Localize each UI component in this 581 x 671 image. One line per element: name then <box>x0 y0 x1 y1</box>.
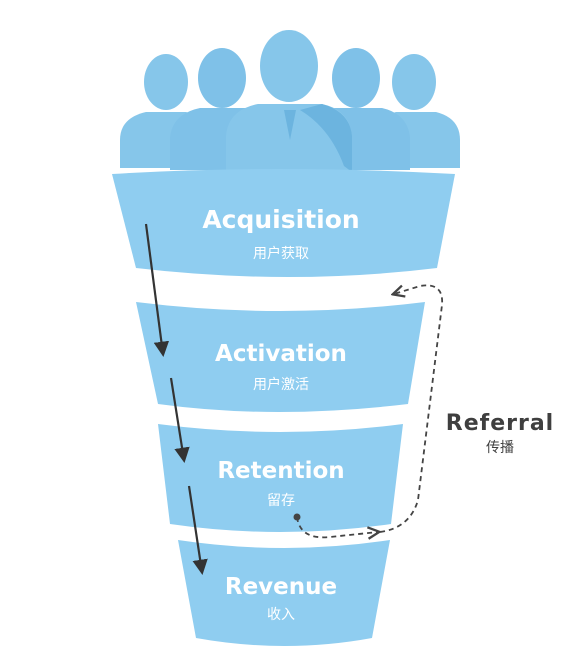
referral-subtitle: 传播 <box>486 440 514 456</box>
stage-title-acquisition: Acquisition <box>202 205 359 234</box>
stage-subtitle-activation: 用户激活 <box>253 376 309 393</box>
stage-title-revenue: Revenue <box>225 574 337 600</box>
flow-arrow-retention-to-revenue <box>187 485 208 576</box>
referral-title: Referral <box>446 411 554 436</box>
people-group-icon <box>120 30 460 172</box>
stage-title-activation: Activation <box>215 341 347 367</box>
funnel-stage-activation: Activation 用户激活 <box>136 302 425 412</box>
funnel-stage-acquisition: Acquisition 用户获取 <box>112 169 455 277</box>
flow-arrow-activation-to-retention <box>169 377 190 464</box>
flow-arrow-acquisition-to-activation <box>144 223 170 358</box>
funnel-stage-retention: Retention 留存 <box>158 424 403 532</box>
funnel-stage-revenue: Revenue 收入 <box>178 540 390 646</box>
stage-subtitle-retention: 留存 <box>267 493 295 509</box>
person-icon <box>226 30 352 172</box>
referral-label: Referral 传播 <box>446 411 554 456</box>
referral-loop-arrow <box>293 284 443 537</box>
stage-subtitle-acquisition: 用户获取 <box>253 245 309 262</box>
stage-subtitle-revenue: 收入 <box>267 607 295 623</box>
stage-title-retention: Retention <box>217 458 344 484</box>
